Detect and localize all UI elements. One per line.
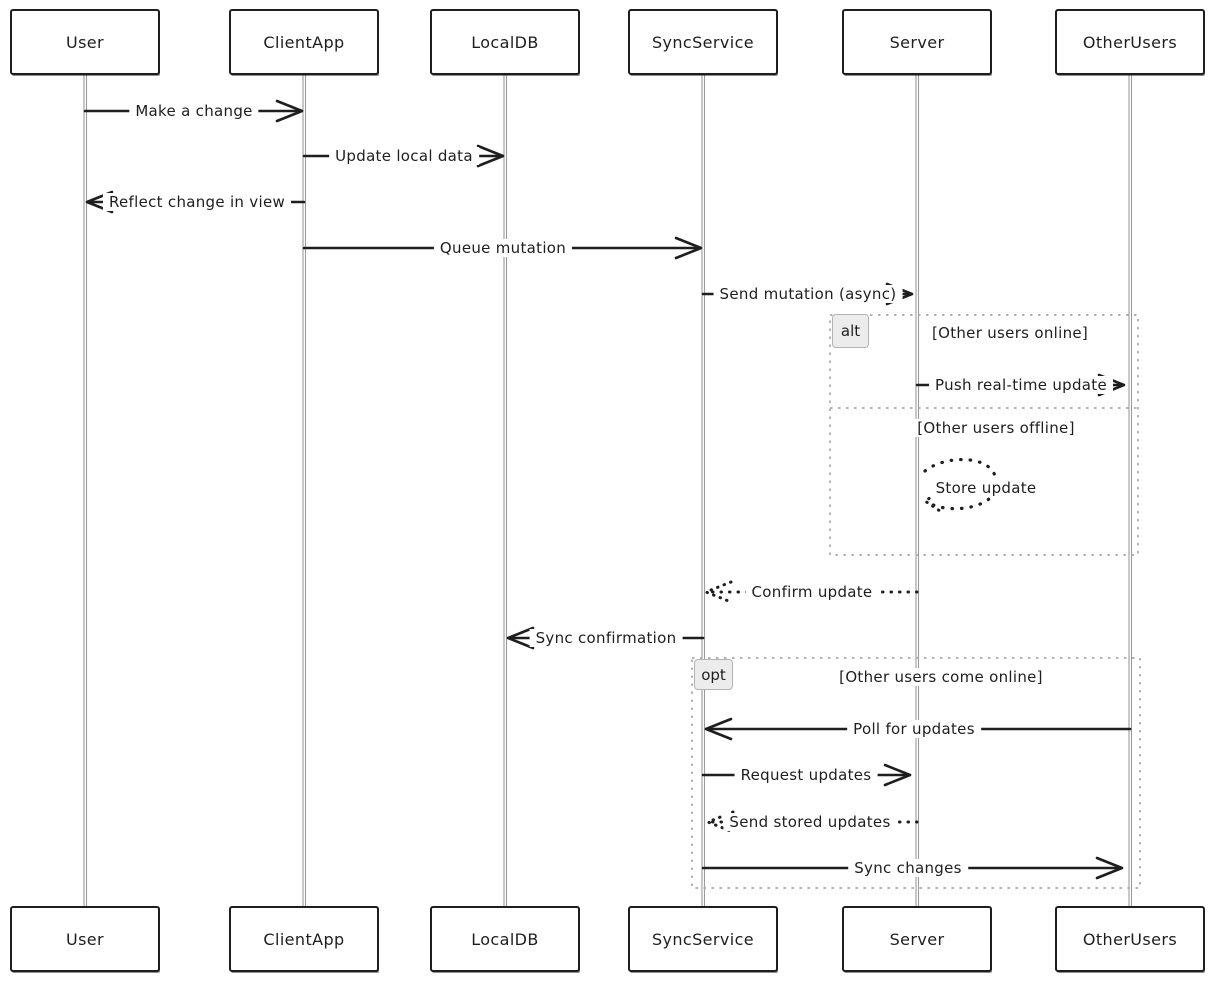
lifeline-user xyxy=(83,75,88,906)
actor-top-syncservice: SyncService xyxy=(628,9,778,75)
message-label-request-updates: Request updates xyxy=(734,766,878,784)
actor-top-clientapp: ClientApp xyxy=(229,9,379,75)
lifeline-clientapp xyxy=(302,75,307,906)
message-label-make-a-change: Make a change xyxy=(129,102,259,120)
actor-bottom-clientapp: ClientApp xyxy=(229,906,379,972)
actor-label: SyncService xyxy=(651,929,755,949)
actor-label: Server xyxy=(889,929,945,949)
alt-guard-offline: [Other users offline] xyxy=(913,419,1079,437)
message-label-reflect-change-in-view: Reflect change in view xyxy=(102,193,292,211)
actor-top-otherusers: OtherUsers xyxy=(1055,9,1205,75)
message-label-update-local-data: Update local data xyxy=(329,147,479,165)
opt-frame xyxy=(691,657,1141,889)
opt-operator-badge: opt xyxy=(694,659,733,690)
actor-top-localdb: LocalDB xyxy=(430,9,580,75)
message-label-push-real-time-update: Push real-time update xyxy=(928,376,1114,394)
lifeline-otherusers xyxy=(1128,75,1133,906)
actor-label: User xyxy=(65,929,105,949)
opt-guard-come-online: [Other users come online] xyxy=(835,668,1047,686)
message-label-send-mutation-async: Send mutation (async) xyxy=(713,285,903,303)
message-label-poll-for-updates: Poll for updates xyxy=(847,720,981,738)
message-label-sync-confirmation: Sync confirmation xyxy=(529,629,683,647)
actor-bottom-server: Server xyxy=(842,906,992,972)
actor-bottom-user: User xyxy=(10,906,160,972)
lifeline-server xyxy=(915,75,920,906)
actor-bottom-syncservice: SyncService xyxy=(628,906,778,972)
actor-top-server: Server xyxy=(842,9,992,75)
lifeline-localdb xyxy=(503,75,508,906)
lifeline-syncservice xyxy=(701,75,706,906)
alt-frame xyxy=(829,314,1139,556)
actor-label: ClientApp xyxy=(263,32,345,52)
actor-bottom-localdb: LocalDB xyxy=(430,906,580,972)
actor-label: ClientApp xyxy=(263,929,345,949)
message-label-confirm-update: Confirm update xyxy=(745,583,879,601)
message-label-store-update: Store update xyxy=(929,479,1043,497)
message-label-queue-mutation: Queue mutation xyxy=(433,239,573,257)
alt-guard-online: [Other users online] xyxy=(927,324,1093,342)
message-label-send-stored-updates: Send stored updates xyxy=(723,813,897,831)
actor-label: OtherUsers xyxy=(1082,32,1178,52)
alt-operator-badge: alt xyxy=(832,314,869,348)
actor-label: LocalDB xyxy=(471,32,539,52)
message-label-sync-changes: Sync changes xyxy=(848,859,968,877)
actor-label: LocalDB xyxy=(471,929,539,949)
actor-bottom-otherusers: OtherUsers xyxy=(1055,906,1205,972)
actor-label: OtherUsers xyxy=(1082,929,1178,949)
actor-label: User xyxy=(65,32,105,52)
actor-label: Server xyxy=(889,32,945,52)
actor-label: SyncService xyxy=(651,32,755,52)
actor-top-user: User xyxy=(10,9,160,75)
